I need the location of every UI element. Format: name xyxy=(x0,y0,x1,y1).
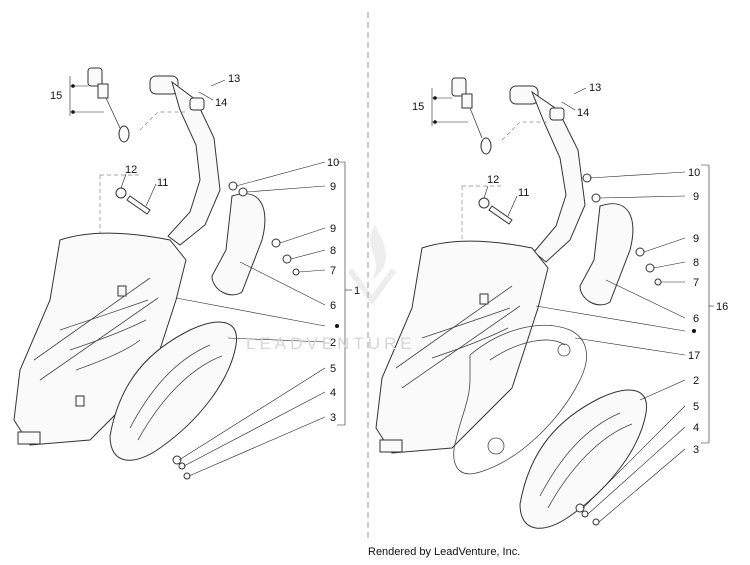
right-exhaust-pipe xyxy=(509,85,586,263)
left-washer-12 xyxy=(115,187,127,199)
callout-label: 7 xyxy=(693,277,699,289)
left-exhaust-pipe xyxy=(149,75,221,246)
callout-label: 5 xyxy=(330,363,336,375)
right-gasket-17 xyxy=(453,324,587,475)
right-o2-sensor xyxy=(451,77,492,155)
left-o2-sensor xyxy=(87,67,130,143)
callout-label: 10 xyxy=(327,157,339,169)
callout-label: 15 xyxy=(50,90,62,102)
left-assembly xyxy=(13,67,352,480)
callout-label: 5 xyxy=(693,401,699,413)
callout-label: 12 xyxy=(125,164,137,176)
callout-label: 11 xyxy=(157,177,168,189)
callout-label: 2 xyxy=(330,337,336,349)
right-assembly xyxy=(375,77,714,529)
callout-label: 12 xyxy=(487,174,499,186)
left-bolt-11 xyxy=(126,195,151,215)
right-muffler-cover xyxy=(519,389,647,529)
callout-label: 3 xyxy=(330,412,336,424)
callout-label: 17 xyxy=(688,350,700,362)
callout-label: 6 xyxy=(693,313,699,325)
callout-label: 4 xyxy=(330,387,336,399)
callout-label: 9 xyxy=(693,233,699,245)
callout-label: 1 xyxy=(354,285,360,297)
right-bolt-11 xyxy=(488,205,513,225)
callout-label: 14 xyxy=(215,97,227,109)
callout-label: 11 xyxy=(518,187,529,199)
callout-label: 9 xyxy=(693,191,699,203)
right-muffler xyxy=(375,240,549,454)
callout-label: 4 xyxy=(693,422,699,434)
callout-label: 16 xyxy=(716,301,728,313)
right-small-heat-shield xyxy=(579,203,634,306)
left-small-heat-shield xyxy=(211,193,266,296)
callout-label: 3 xyxy=(693,444,699,456)
right-washer-12 xyxy=(478,197,490,209)
left-callouts: 15 13 14 12 11 10 9 9 8 7 6 1 2 5 4 3 xyxy=(50,73,360,424)
callout-label: 2 xyxy=(693,375,699,387)
callout-label: 13 xyxy=(228,73,240,85)
callout-label: 10 xyxy=(688,167,700,179)
watermark-logo-icon xyxy=(347,225,397,306)
callout-label: 9 xyxy=(330,181,336,193)
callout-label: 9 xyxy=(330,223,336,235)
footer-credit: Rendered by LeadVenture, Inc. xyxy=(368,546,521,558)
callout-label: 14 xyxy=(577,107,589,119)
right-callouts: 15 13 14 12 11 10 9 9 8 7 6 16 17 2 5 4 … xyxy=(412,82,728,456)
watermark-text: LEADVENTURE xyxy=(246,334,416,353)
left-muffler xyxy=(13,232,187,446)
callout-label: 15 xyxy=(412,101,424,113)
callout-label: 13 xyxy=(589,82,601,94)
callout-label: 7 xyxy=(330,265,336,277)
callout-label: 8 xyxy=(330,245,336,257)
callout-label: 8 xyxy=(693,257,699,269)
left-muffler-cover xyxy=(109,321,237,461)
callout-label: 6 xyxy=(330,300,336,312)
